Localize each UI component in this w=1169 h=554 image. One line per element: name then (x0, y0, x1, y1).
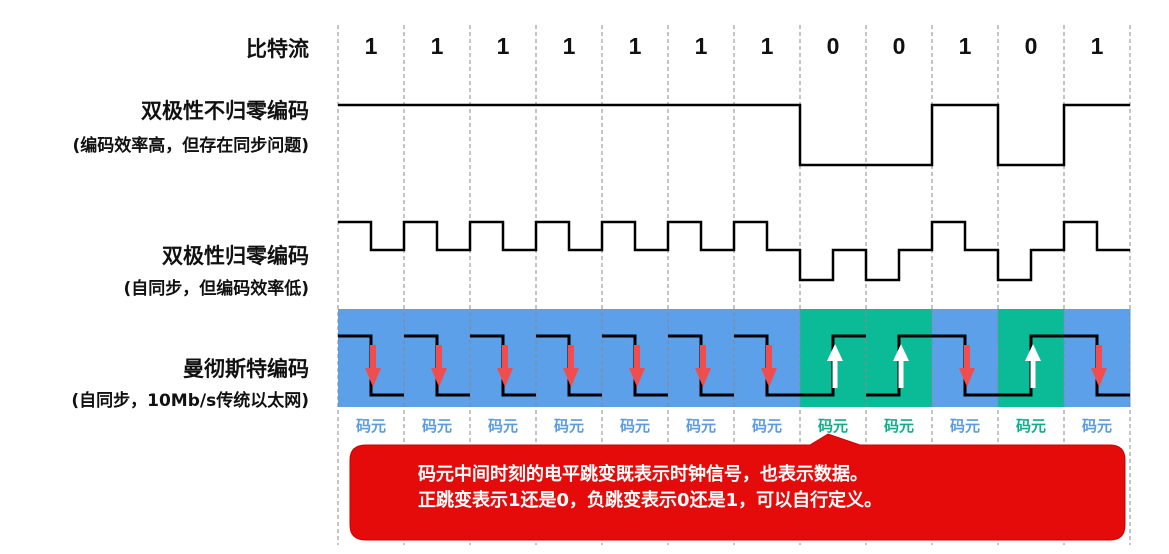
bitstream-label: 比特流 (246, 37, 309, 61)
arrow-shaft (832, 358, 838, 388)
up-arrow-icon (827, 344, 843, 388)
rz-waveform (338, 220, 1130, 282)
arrow-head (365, 368, 381, 387)
bit-value: 0 (1025, 33, 1038, 59)
arrow-shaft (1096, 345, 1102, 370)
rz-subtitle: (自同步，但编码效率低) (123, 279, 309, 299)
symbol-label: 码元 (488, 417, 518, 435)
arrow-head (497, 368, 513, 387)
arrow-head (761, 368, 777, 387)
arrow-shaft (634, 345, 640, 370)
arrow-shaft (1030, 358, 1036, 388)
down-arrow-icon (959, 345, 975, 387)
arrow-shaft (964, 345, 970, 370)
symbol-label: 码元 (1016, 417, 1046, 435)
bit-value: 1 (959, 33, 972, 59)
arrow-head (827, 344, 843, 361)
arrow-head (431, 368, 447, 387)
down-arrow-icon (431, 345, 447, 387)
nrz-waveform (338, 103, 1130, 167)
callout-line-2: 正跳变表示1还是0，负跳变表示0还是1，可以自行定义。 (418, 490, 883, 511)
arrow-head (893, 344, 909, 361)
bit-value: 1 (1091, 33, 1104, 59)
down-arrow-icon (365, 345, 381, 387)
arrow-head (629, 368, 645, 387)
symbol-label: 码元 (554, 417, 584, 435)
callout-box (349, 433, 1126, 541)
manchester-title: 曼彻斯特编码 (183, 357, 309, 381)
manchester-subtitle: (自同步，10Mb/s传统以太网) (71, 391, 309, 411)
bit-value: 0 (827, 33, 840, 59)
bit-value: 1 (497, 33, 510, 59)
bit-value: 1 (431, 33, 444, 59)
bit-value: 1 (365, 33, 378, 59)
symbol-label: 码元 (422, 417, 452, 435)
arrow-head (563, 368, 579, 387)
arrow-shaft (898, 358, 904, 388)
bit-value: 1 (563, 33, 576, 59)
arrow-head (695, 368, 711, 387)
down-arrow-icon (629, 345, 645, 387)
bit-value: 1 (629, 33, 642, 59)
symbol-label: 码元 (818, 417, 848, 435)
arrow-shaft (700, 345, 706, 370)
down-arrow-icon (497, 345, 513, 387)
arrow-shaft (568, 345, 574, 370)
symbol-label: 码元 (1082, 417, 1112, 435)
up-arrow-icon (1025, 344, 1041, 388)
arrow-head (959, 368, 975, 387)
symbol-label: 码元 (356, 417, 386, 435)
callout-text: 码元中间时刻的电平跳变既表示时钟信号，也表示数据。 正跳变表示1还是0，负跳变表… (350, 462, 1125, 514)
arrow-head (1091, 368, 1107, 387)
arrow-shaft (370, 345, 376, 370)
nrz-title: 双极性不归零编码 (141, 99, 309, 123)
down-arrow-icon (695, 345, 711, 387)
nrz-subtitle: (编码效率高，但存在同步问题) (72, 136, 309, 156)
symbol-label: 码元 (884, 417, 914, 435)
arrow-shaft (766, 345, 772, 370)
up-arrow-icon (893, 344, 909, 388)
callout-line-1: 码元中间时刻的电平跳变既表示时钟信号，也表示数据。 (418, 464, 868, 485)
symbol-label: 码元 (752, 417, 782, 435)
bit-value: 0 (893, 33, 906, 59)
bit-value: 1 (761, 33, 774, 59)
arrow-head (1025, 344, 1041, 361)
symbol-label: 码元 (620, 417, 650, 435)
down-arrow-icon (1091, 345, 1107, 387)
symbol-label: 码元 (686, 417, 716, 435)
arrow-shaft (502, 345, 508, 370)
bit-value: 1 (695, 33, 708, 59)
down-arrow-icon (761, 345, 777, 387)
arrow-shaft (436, 345, 442, 370)
rz-title: 双极性归零编码 (162, 244, 309, 268)
symbol-label: 码元 (950, 417, 980, 435)
down-arrow-icon (563, 345, 579, 387)
